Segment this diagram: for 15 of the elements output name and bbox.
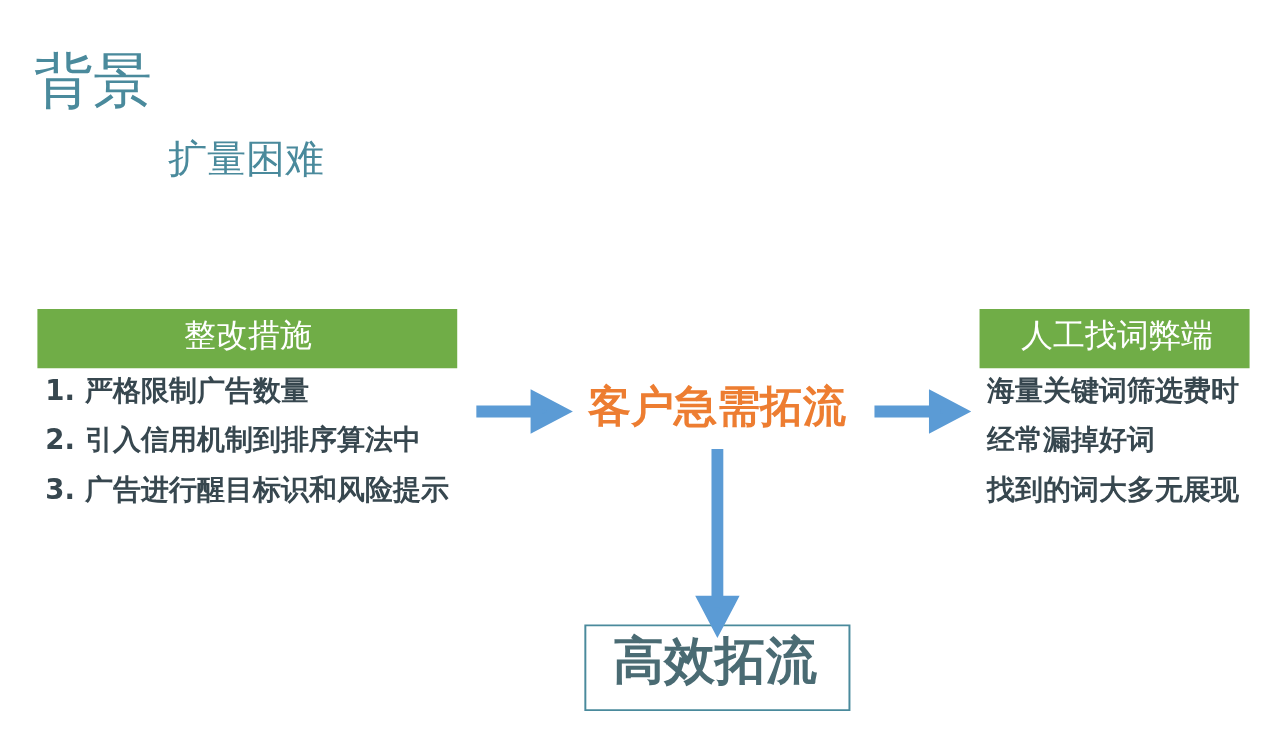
node-text: 客户急需拓流	[588, 380, 847, 431]
node-box: 人工找词弊端	[979, 309, 1250, 369]
node-box: 整改措施	[37, 309, 458, 369]
arrow	[476, 389, 573, 434]
node-label: 3. 广告进行醒目标识和风险提示	[45, 472, 449, 506]
arrow	[695, 449, 740, 639]
node-label: 海量关键词筛选费时	[987, 374, 1240, 408]
node-label: 2. 引入信用机制到排序算法中	[45, 423, 421, 457]
node-box: 高效拓流	[584, 624, 851, 712]
node-label: 找到的词大多无展现	[987, 472, 1240, 506]
arrow	[874, 389, 972, 434]
diagram-title: 背景	[33, 46, 152, 116]
node-label: 1. 严格限制广告数量	[45, 374, 309, 408]
label: 扩量困难	[168, 135, 325, 182]
node-label: 经常漏掉好词	[987, 423, 1156, 457]
